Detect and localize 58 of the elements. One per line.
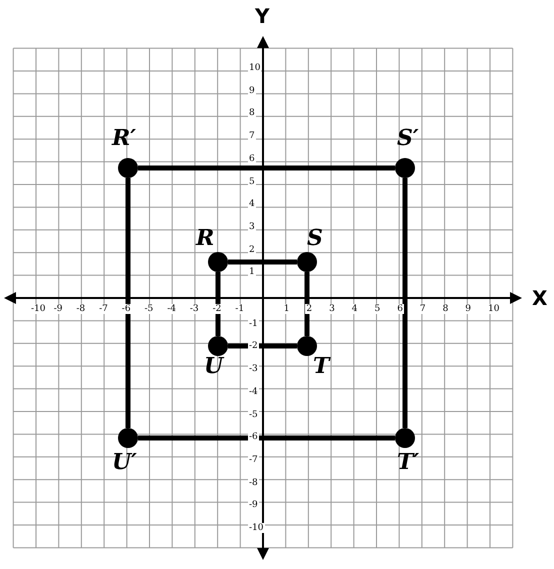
point-label: R [196,226,214,250]
tick-label: 6 [248,154,256,164]
line-segment [216,272,220,336]
tick-label: -5 [144,304,154,314]
tick-label: 7 [418,304,427,314]
tick-label: 9 [464,304,472,314]
line-segment [402,178,408,428]
axis-label: Y [255,4,270,28]
point-label: T′ [397,450,420,474]
tick-label: 3 [248,222,256,232]
tick-label: -8 [75,304,86,314]
tick-label: 10 [487,304,500,314]
line-segment [228,260,297,264]
tick-label: -3 [188,304,200,314]
tick-label: -6 [120,304,132,314]
tick-label: -8 [248,478,259,488]
point-label: U [204,354,224,378]
tick-label: -1 [234,304,246,314]
tick-label: 2 [305,304,314,314]
line-segment [228,344,297,348]
tick-label: 8 [442,304,450,314]
line-segment [138,436,395,440]
tick-label: -1 [248,318,259,329]
tick-label: -7 [98,304,109,314]
tick-label: 7 [248,131,256,142]
point-label: S′ [397,126,419,150]
tick-label: 10 [248,63,262,73]
axis-label: X [532,286,548,310]
tick-label: -7 [248,454,259,465]
tick-label: -4 [248,386,259,397]
tick-label: -3 [248,364,259,374]
tick-label: -6 [248,432,259,442]
point-label: U′ [112,450,137,474]
tick-label: 1 [248,267,256,278]
tick-label: 4 [350,304,359,314]
point-label: R′ [112,126,136,150]
line-segment [138,166,395,170]
tick-label: -2 [212,304,222,314]
tick-label: 6 [396,304,404,314]
tick-label: -2 [248,341,259,352]
tick-label: -9 [52,304,64,314]
tick-label: -10 [248,523,264,533]
point-label: S [307,226,323,250]
point-label: T [313,354,330,378]
tick-label: -4 [166,304,177,314]
tick-label: 4 [248,199,256,210]
tick-label: 9 [248,86,256,96]
tick-label: 3 [328,304,336,314]
tick-label: 2 [248,244,256,255]
tick-label: 5 [248,176,256,186]
line-segment [126,178,130,428]
tick-label: -10 [30,304,46,314]
tick-label: 5 [374,304,382,314]
tick-label: 8 [248,108,256,118]
line-segment [304,272,310,336]
tick-label: 1 [282,304,290,314]
tick-label: -9 [248,500,259,510]
tick-label: -5 [248,410,259,420]
